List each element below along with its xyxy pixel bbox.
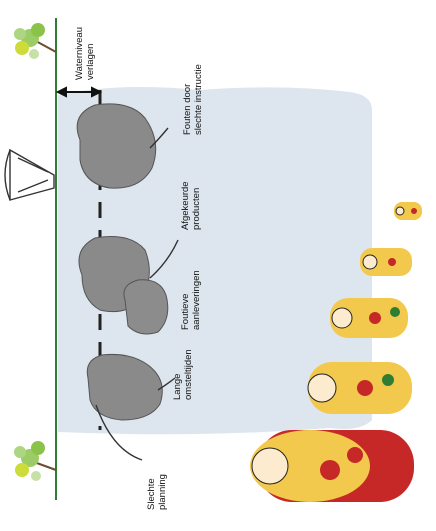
label-slechte-planning: Slechte planning — [146, 474, 168, 510]
water-level-line1: Waterniveau — [74, 27, 85, 80]
label-line1: Afgekeurde — [180, 181, 191, 230]
tree-bottom-icon — [14, 441, 56, 481]
label-line2: aanleveringen — [191, 270, 202, 330]
label-line1: Slechte — [146, 474, 157, 510]
doll-3 — [330, 298, 408, 338]
label-foutieve-aanleveringen: Foutieve aanleveringen — [180, 270, 202, 330]
tree-top-icon — [14, 23, 56, 59]
rock-fouten-instructie — [77, 104, 156, 188]
label-fouten-door-slechte-instructie: Fouten door slechte instructie — [182, 64, 204, 135]
label-line2: omsteltijden — [183, 349, 194, 400]
label-line1: Foutieve — [180, 270, 191, 330]
water-level-label: Waterniveau verlagen — [74, 27, 96, 80]
water-level-line2: verlagen — [85, 27, 96, 80]
label-line1: Lange — [172, 349, 183, 400]
label-line2: slechte instructie — [193, 64, 204, 135]
label-afgekeurde-producten: Afgekeurde producten — [180, 181, 202, 230]
doll-2 — [308, 362, 412, 414]
label-line2: producten — [191, 181, 202, 230]
doll-1 — [250, 430, 414, 502]
label-lange-omsteltijden: Lange omsteltijden — [172, 349, 194, 400]
doll-4 — [360, 248, 412, 276]
label-line2: planning — [157, 474, 168, 510]
boat-icon — [5, 150, 54, 200]
doll-5 — [394, 202, 422, 220]
label-line1: Fouten door — [182, 64, 193, 135]
